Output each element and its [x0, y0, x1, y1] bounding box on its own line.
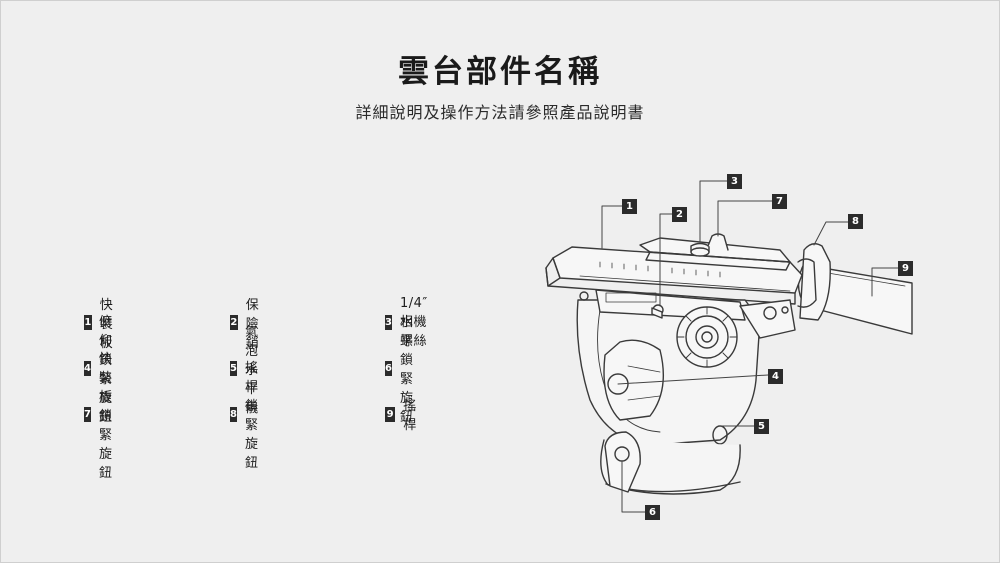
legend-label: 保險銷: [245, 297, 260, 351]
quick-release-plate-shape: [545, 237, 803, 305]
legend-label: 快裝板鎖緊旋鈕: [98, 351, 113, 481]
legend-badge: 7: [84, 406, 91, 422]
pan-lock-knob-shape: [604, 431, 641, 493]
legend-label: 搖桿: [403, 399, 417, 433]
callout-4: 4: [768, 369, 783, 384]
legend-label: 水平鎖緊旋鈕: [399, 315, 414, 425]
page-subtitle: 詳細說明及操作方法請參照產品說明書: [355, 103, 645, 122]
callout-7: 7: [772, 194, 787, 209]
pan-bar-lock-knob-shape: [797, 243, 831, 321]
legend-item-5: 5 氣泡水平儀: [230, 325, 267, 416]
legend-badge: 5: [230, 360, 237, 376]
legend-badge: 9: [385, 406, 396, 422]
side-lock-shape: [739, 299, 796, 339]
legend-item-1: 1 快裝板: [84, 298, 121, 351]
legend-badge: 1: [84, 314, 92, 330]
callout-3: 3: [727, 174, 742, 189]
legend-badge: 4: [84, 360, 91, 376]
legend-item-4: 4 俯仰鎖緊旋鈕: [84, 315, 121, 425]
legend-item-7: 7 快裝板鎖緊旋鈕: [84, 352, 121, 481]
leader-lines: [601, 180, 899, 513]
legend-item-2: 2 保險銷: [230, 298, 267, 351]
callout-2: 2: [672, 207, 687, 222]
callout-9: 9: [898, 261, 913, 276]
tilt-lock-knob-shape: [603, 339, 665, 421]
page-title: 雲台部件名稱: [398, 54, 602, 90]
legend-item-6: 6 水平鎖緊旋鈕: [385, 315, 422, 425]
counterbalance-wheel-shape: [676, 306, 738, 368]
callout-1: 1: [622, 199, 637, 214]
callout-5: 5: [754, 419, 769, 434]
legend-label: 氣泡水平儀: [244, 324, 259, 416]
callout-6: 6: [645, 505, 660, 520]
legend-label: 快裝板: [99, 297, 114, 351]
legend-badge: 2: [230, 314, 238, 330]
legend-item-3: 3 1/4″ 相機螺絲: [385, 296, 436, 349]
legend-item-8: 8 搖桿鎖緊旋鈕: [230, 361, 267, 471]
legend-label: 1/4″ 相機螺絲: [399, 295, 428, 349]
legend-badge: 8: [230, 406, 237, 422]
legend-badge: 3: [385, 314, 392, 330]
legend-badge: 6: [385, 360, 392, 376]
callout-8: 8: [848, 214, 863, 229]
legend-item-9: 9 搖桿: [385, 399, 422, 433]
legend-label: 俯仰鎖緊旋鈕: [98, 315, 113, 425]
legend-label: 搖桿鎖緊旋鈕: [244, 361, 259, 471]
